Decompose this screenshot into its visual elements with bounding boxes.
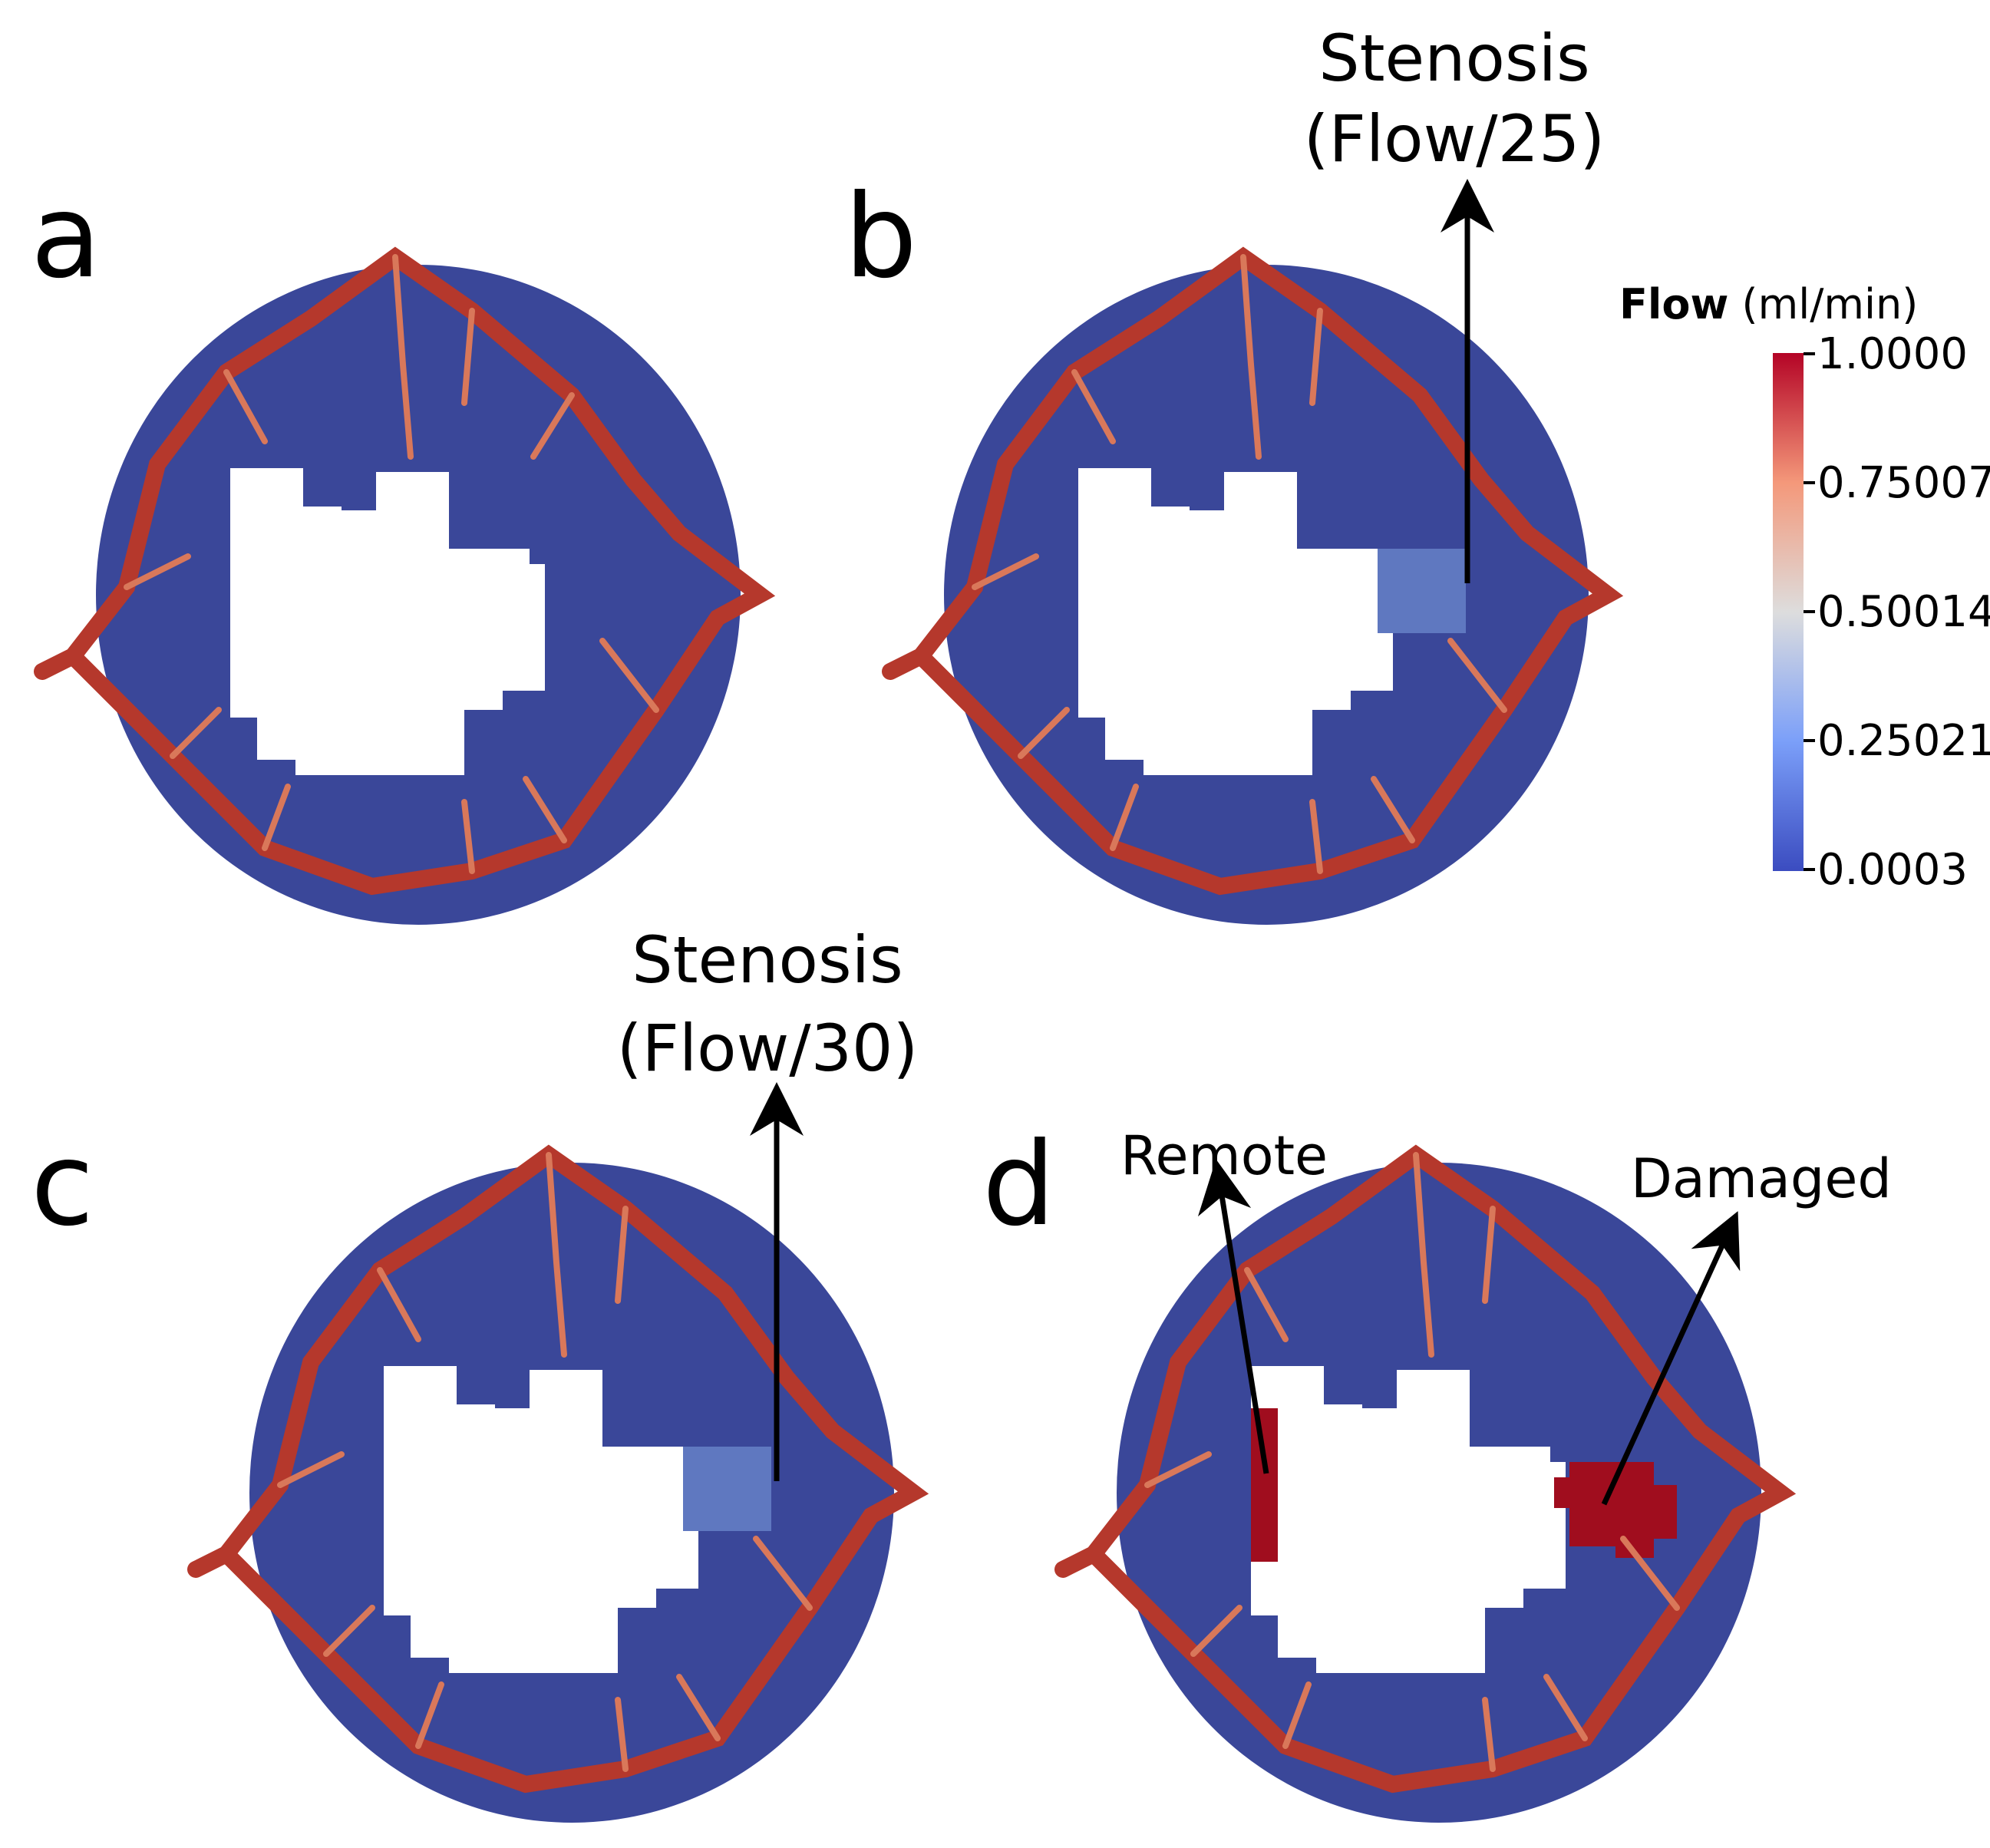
vessel-main	[34, 246, 776, 896]
panel-letter-b: b	[844, 170, 917, 304]
myocardium	[249, 1163, 894, 1823]
panel-c	[187, 1144, 929, 1823]
stenosis-region	[1378, 549, 1466, 633]
colorbar-title-unit: (ml/min)	[1728, 280, 1918, 328]
myocardium	[944, 265, 1589, 925]
vessel-mid	[277, 1152, 813, 1772]
stenosis-region	[683, 1447, 771, 1531]
vessel-tree	[1054, 1144, 1797, 1794]
remote-arrow	[1197, 1159, 1269, 1474]
vessel-mid	[1144, 1152, 1680, 1772]
stenosis-label-c-line2: (Flow/30)	[617, 1011, 918, 1086]
colorbar: Flow (ml/min) 1.0000 0.75007 0.50014 0.2…	[1619, 280, 1990, 895]
colorbar-tick-label: 0.50014	[1817, 587, 1990, 637]
colorbar-tick-label: 0.75007	[1817, 458, 1990, 508]
colorbar-tick-label: 1.0000	[1817, 329, 1968, 379]
colorbar-title: Flow (ml/min)	[1619, 280, 1918, 328]
panel-d	[1054, 1144, 1797, 1823]
colorbar-gradient-bar	[1773, 353, 1804, 871]
damaged-region	[1554, 1462, 1677, 1558]
damaged-label: Damaged	[1631, 1147, 1892, 1210]
damaged-arrow	[1601, 1211, 1741, 1506]
colorbar-title-quantity: Flow	[1619, 280, 1728, 328]
panel-a	[34, 246, 776, 925]
vessel-main	[882, 246, 1624, 896]
colorbar-tick-label: 0.0003	[1817, 845, 1968, 895]
vessel-mid	[972, 254, 1507, 874]
panel-letter-c: c	[31, 1118, 94, 1252]
stenosis-label-c-line1: Stenosis	[632, 922, 903, 998]
vessel-mid	[124, 254, 659, 874]
vessel-tree	[187, 1144, 929, 1794]
tissue-ring	[96, 265, 741, 925]
vessel-tree	[34, 246, 776, 896]
stenosis-label-b-line1: Stenosis	[1318, 21, 1589, 96]
vessel-tree	[882, 246, 1624, 896]
panel-letter-d: d	[982, 1118, 1055, 1252]
panel-b	[882, 246, 1624, 925]
colorbar-tick-label: 0.25021	[1817, 716, 1990, 766]
vessel-main	[187, 1144, 929, 1794]
stenosis-label-b-line2: (Flow/25)	[1304, 101, 1605, 177]
remote-region	[1251, 1408, 1278, 1562]
myocardium	[96, 265, 741, 925]
remote-label: Remote	[1120, 1124, 1328, 1187]
panel-letter-a: a	[31, 170, 101, 304]
vessel-main	[1054, 1144, 1797, 1794]
colorbar-ticks	[1804, 352, 1815, 871]
